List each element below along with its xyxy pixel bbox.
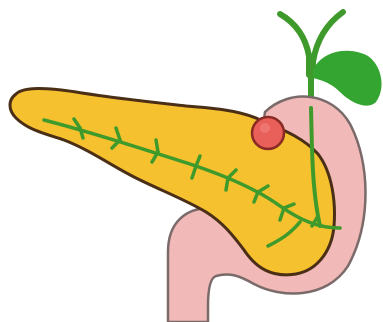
gallbladder bbox=[313, 51, 382, 106]
papilla bbox=[252, 117, 284, 149]
